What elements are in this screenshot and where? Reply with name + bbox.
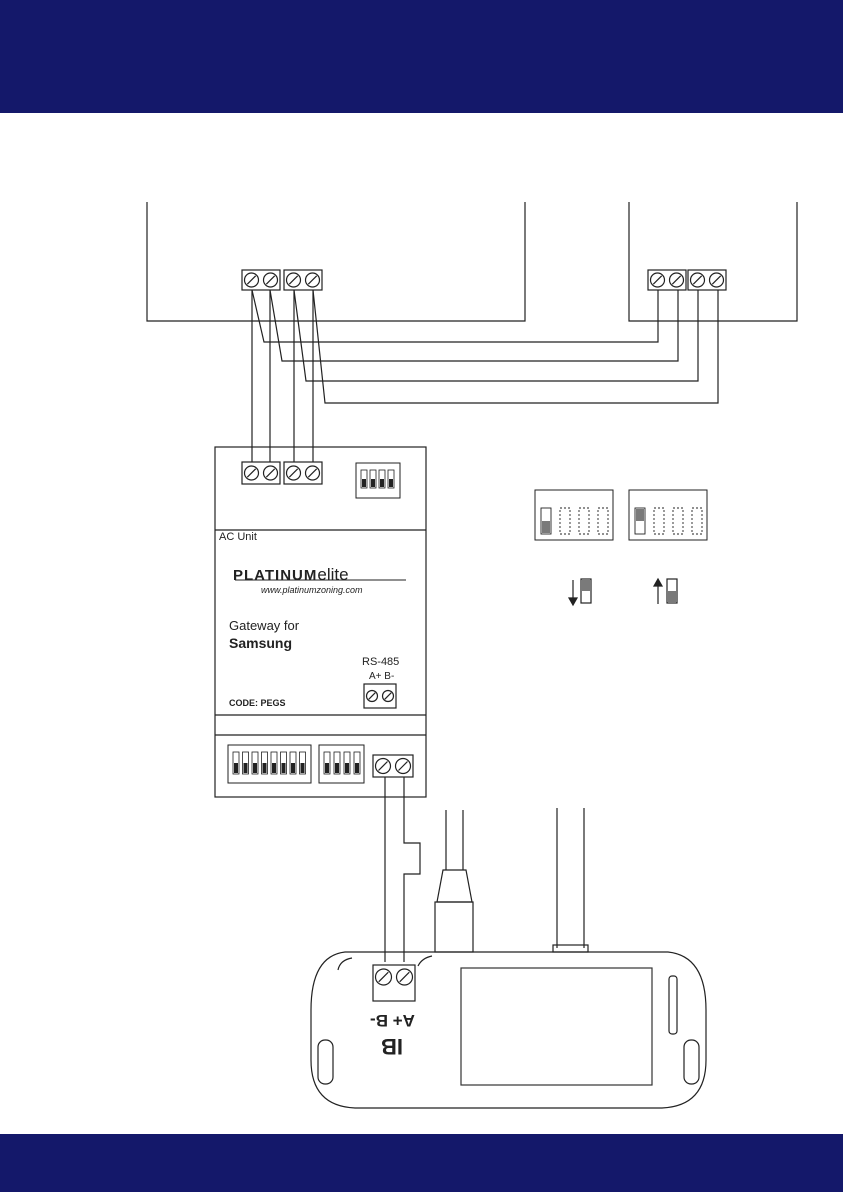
terminal-screw-icon xyxy=(376,969,392,985)
controller-bus-label: IB xyxy=(381,1033,403,1059)
dip-switch-icon xyxy=(354,752,360,774)
dip-switch-icon xyxy=(673,508,683,534)
dip-switch-icon xyxy=(243,752,249,774)
terminal-screw-icon xyxy=(264,466,278,480)
terminal-screw-icon xyxy=(245,466,259,480)
outdoor-unit-outline xyxy=(629,202,797,321)
brand-logo: PLATINUMelite xyxy=(233,565,349,585)
terminal-screw-icon xyxy=(397,969,413,985)
dip-switch-icon xyxy=(361,470,367,488)
dip-switch-icon xyxy=(370,470,376,488)
controller-side-button xyxy=(669,976,677,1034)
dip-switch-icon xyxy=(300,752,306,774)
dip-switch-icon xyxy=(692,508,702,534)
terminal-screw-icon xyxy=(264,273,278,287)
code-label: CODE: PEGS xyxy=(229,698,286,708)
terminal-screw-icon xyxy=(651,273,665,287)
rs485-pins-label: A+ B- xyxy=(369,671,394,682)
dip-switch-icon xyxy=(654,508,664,534)
wire-7 xyxy=(294,290,698,381)
dip-switch-icon xyxy=(233,752,239,774)
dip-switch-icon xyxy=(635,508,645,534)
terminal-screw-icon xyxy=(710,273,724,287)
dip-switch-icon xyxy=(344,752,350,774)
wire-8 xyxy=(313,290,718,403)
wire-10 xyxy=(404,776,420,962)
power-plug xyxy=(437,870,472,902)
power-plug-body xyxy=(435,902,473,952)
terminal-screw-icon xyxy=(367,691,378,702)
terminal-screw-icon xyxy=(306,273,320,287)
mount-slot-right xyxy=(684,1040,699,1084)
rs485-label: RS-485 xyxy=(362,656,399,668)
terminal-screw-icon xyxy=(245,273,259,287)
terminal-block xyxy=(284,270,322,290)
dip-switch-icon xyxy=(379,470,385,488)
terminal-block xyxy=(284,462,322,484)
dip-switch-icon xyxy=(262,752,268,774)
dip-switch-icon xyxy=(579,508,589,534)
website-text: www.platinumzoning.com xyxy=(261,585,363,595)
terminal-screw-icon xyxy=(287,466,301,480)
dip-switch-icon xyxy=(324,752,330,774)
terminal-screw-icon xyxy=(691,273,705,287)
controller-pins-label: A+ B- xyxy=(370,1010,415,1030)
ac-unit-label: AC Unit xyxy=(219,531,257,543)
terminal-block xyxy=(688,270,726,290)
dip-switch-icon xyxy=(290,752,296,774)
terminal-screw-icon xyxy=(287,273,301,287)
dip-switch-icon xyxy=(281,752,287,774)
terminal-screw-icon xyxy=(383,691,394,702)
terminal-screw-icon xyxy=(306,466,320,480)
wire-6 xyxy=(270,290,678,361)
terminal-block xyxy=(242,270,280,290)
controller-screen xyxy=(461,968,652,1085)
terminal-screw-icon xyxy=(670,273,684,287)
mount-slot-left xyxy=(318,1040,333,1084)
gateway-dip-bottom-1 xyxy=(228,745,311,783)
dip-switch-icon xyxy=(334,752,340,774)
terminal-block xyxy=(242,462,280,484)
dip-switch-icon xyxy=(271,752,277,774)
terminal-block xyxy=(364,684,396,708)
brand-word-1: PLATINUM xyxy=(233,567,317,584)
cable-gland xyxy=(553,945,588,952)
gateway-for-text: Gateway for xyxy=(229,618,299,633)
terminal-block xyxy=(373,755,413,777)
terminal-screw-icon xyxy=(376,759,391,774)
dip-switch-icon xyxy=(598,508,608,534)
dip-switch-icon xyxy=(388,470,394,488)
dip-switch-icon xyxy=(541,508,551,534)
manufacturer-text: Samsung xyxy=(229,635,292,651)
indoor-unit-outline xyxy=(147,202,525,321)
terminal-block xyxy=(648,270,686,290)
dip-switch-icon xyxy=(252,752,258,774)
terminal-block xyxy=(373,965,415,1001)
dip-switch-icon xyxy=(560,508,570,534)
brand-word-2: elite xyxy=(317,565,348,584)
terminal-screw-icon xyxy=(396,759,411,774)
